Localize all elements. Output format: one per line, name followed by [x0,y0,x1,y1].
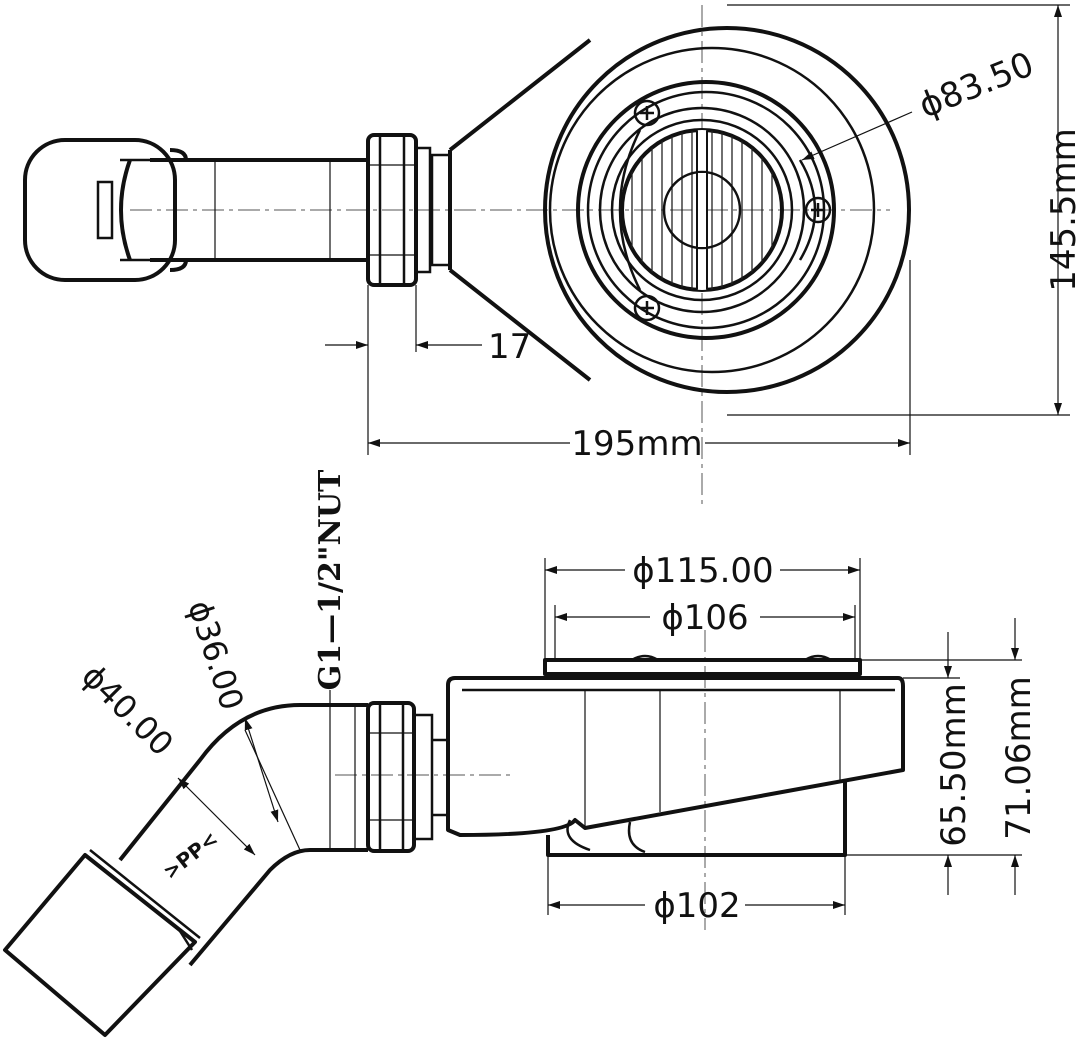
screw-icon [804,196,832,224]
dim-grate: ϕ83.50 [801,44,1039,161]
flange-clip-right [804,654,832,662]
material-mark: >PP< [158,826,222,884]
body-top-diameter-label: ϕ106 [661,598,748,638]
top-view: 195mm 17 145.5mm ϕ83.50 [23,4,1080,505]
dim-length: 195mm [367,260,911,464]
dim-nut: 17 [325,285,531,367]
nut-width-label: 17 [488,327,531,367]
inner-bowl-ring [576,80,836,340]
outlet-collar [430,153,452,267]
top-flange [543,658,862,676]
flange-ring [548,46,876,374]
trap-base [546,780,847,857]
flange-diameter-label: ϕ115.00 [632,551,773,591]
side-view: >PP< ϕ115.00 ϕ106 ϕ102 [3,469,1039,1037]
total-height-label: 71.06mm [999,676,1039,840]
clamp-arc-left [618,129,642,291]
dim-base: ϕ102 [547,855,846,926]
trap-body [446,676,905,837]
body-base-diameter-label: ϕ102 [653,886,740,926]
dim-thread: G1—1/2"NUT [313,469,348,705]
body-height-label: 65.50mm [934,683,974,847]
pipe-end-cap [23,138,177,282]
dim-width: 145.5mm [727,4,1080,416]
pipe-outer-diameter-label: ϕ40.00 [74,657,181,764]
pipe-inner-diameter-label: ϕ36.00 [180,596,251,715]
compression-nut [366,133,432,287]
grate-rim-inner [610,118,794,302]
outer-body-circle [543,26,911,394]
screw-icon [633,294,661,322]
dim-flange: ϕ115.00 [544,551,861,660]
tail-pipe [3,849,201,1037]
thread-spec-label: G1—1/2"NUT [313,469,348,690]
outlet-pipe [119,148,368,272]
dim-heights: 65.50mm 71.06mm [845,618,1039,895]
overall-length-label: 195mm [571,424,702,464]
grate-rim-outer [598,106,806,314]
grate-diameter-label: ϕ83.50 [913,44,1039,126]
dim-body-top: ϕ106 [554,598,856,660]
compression-nut-side [366,701,448,853]
screw-icon [633,99,661,127]
overall-width-label: 145.5mm [1044,128,1080,292]
flange-clip-left [631,654,659,662]
